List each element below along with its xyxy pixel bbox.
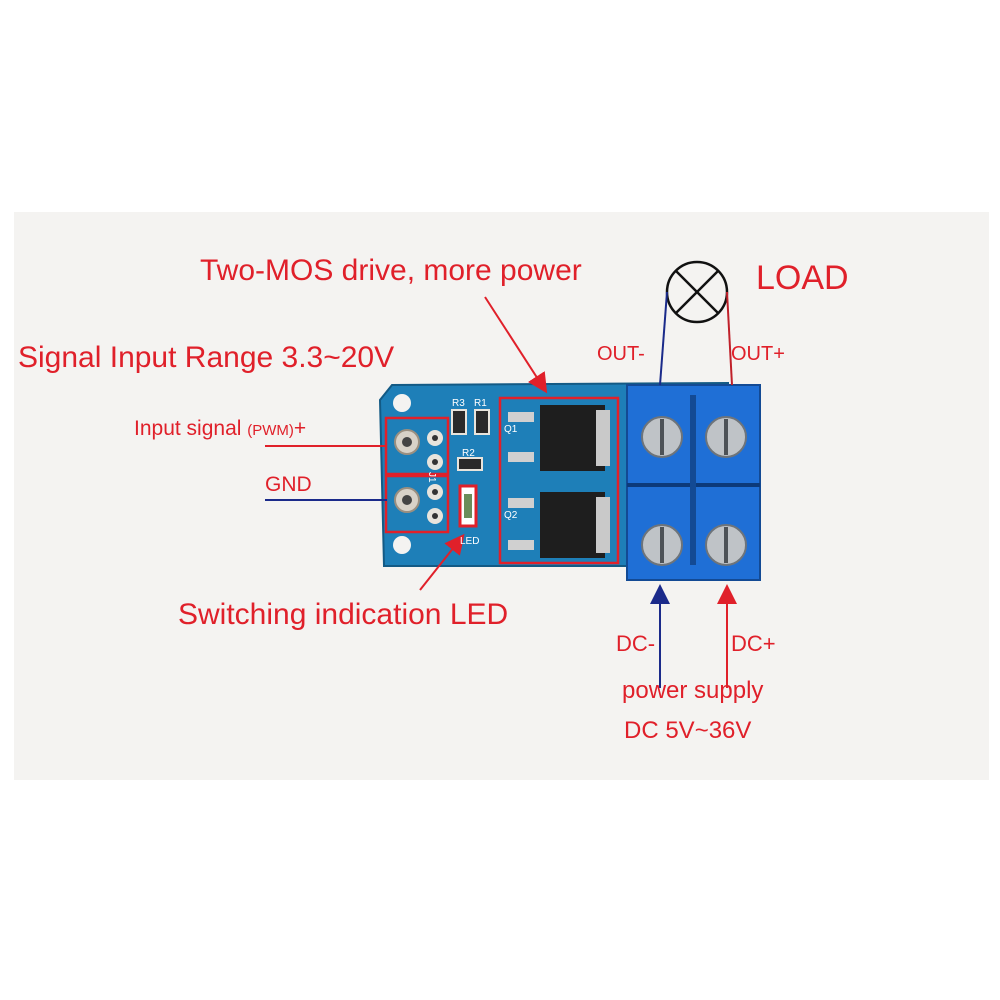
plus-text: + — [293, 417, 307, 440]
silk-r2: R2 — [462, 448, 475, 459]
silk-j1: J1 — [426, 472, 437, 483]
input-header — [384, 416, 450, 534]
led-annotation: Switching indication LED — [178, 598, 509, 631]
silkscreen: R3 R1 R2 Q1 Q2 J1 LED — [426, 398, 518, 547]
mosfet-highlight — [498, 396, 620, 565]
input-signal-text: Input signal — [134, 417, 248, 440]
arrow-mos — [484, 296, 548, 394]
load-lamp-icon — [665, 260, 729, 324]
dc-range-label: DC 5V~36V — [624, 717, 752, 744]
resistor-r1 — [474, 409, 490, 435]
wire-out-plus — [726, 291, 733, 386]
resistor-r2 — [457, 457, 483, 471]
silk-r1: R1 — [474, 398, 487, 409]
mosfet-q2 — [508, 492, 610, 558]
resistor-r3 — [451, 409, 467, 435]
silk-r3: R3 — [452, 398, 465, 409]
out-minus-label: OUT- — [597, 343, 645, 365]
silk-q2: Q2 — [504, 510, 518, 521]
load-label: LOAD — [756, 259, 849, 297]
mosfet-q1 — [508, 405, 610, 471]
silk-q1: Q1 — [504, 424, 518, 435]
input-signal-label: Input signal (PWM)+ — [134, 418, 306, 439]
pwm-text: (PWM) — [247, 422, 294, 439]
mounting-hole — [393, 536, 411, 554]
dc-plus-label: DC+ — [731, 631, 776, 656]
power-supply-label: power supply — [622, 677, 764, 704]
silk-led: LED — [460, 536, 479, 547]
dc-minus-label: DC- — [616, 631, 656, 656]
mos-annotation: Two-MOS drive, more power — [200, 254, 582, 287]
wire-out-minus — [659, 291, 668, 386]
signal-range-label: Signal Input Range 3.3~20V — [18, 341, 395, 374]
mounting-hole — [393, 394, 411, 412]
screw-terminals — [626, 384, 761, 581]
arrow-led — [419, 533, 465, 591]
gnd-label: GND — [265, 473, 312, 496]
out-plus-label: OUT+ — [731, 343, 785, 365]
